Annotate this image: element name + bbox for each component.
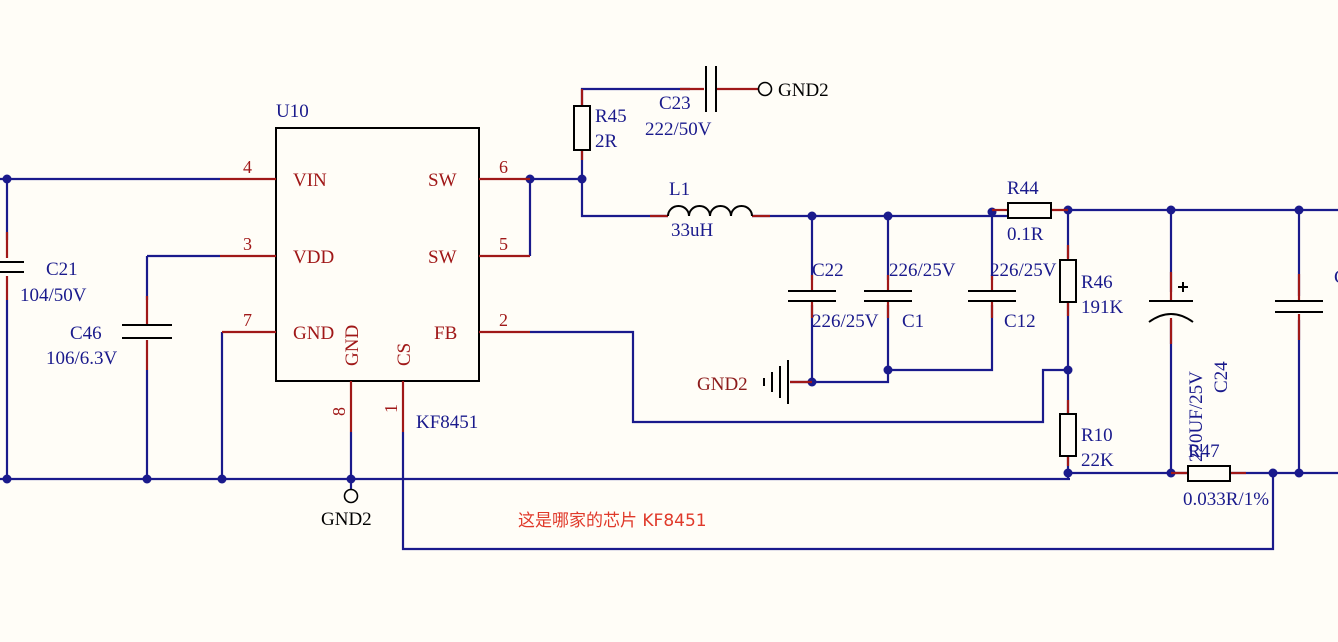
capacitor-c24: 220UF/25V C24 [1148,272,1232,462]
junction-dot [1268,468,1278,478]
annotation-note: 这是哪家的芯片 KF8451 [518,511,707,531]
c22-ref: C22 [812,260,844,281]
pin-name-sw1: SW [428,170,457,191]
r10-value: 22K [1081,450,1114,471]
c24-value: 220UF/25V [1186,371,1207,462]
gnd2-bottom-symbol: GND2 [321,488,372,530]
c1-ref: C1 [902,311,924,332]
junction-dot [1166,205,1176,215]
c21-ref: C21 [46,259,78,280]
resistor-r46: R46 191K [1059,245,1124,318]
junction-dot [807,211,817,221]
r46-value: 191K [1081,297,1124,318]
capacitor-c12: 226/25V C12 [968,260,1057,332]
wires [0,87,1338,551]
junction-dot [2,174,12,184]
r45-value: 2R [595,131,618,152]
c-partial-ref: C [1334,267,1338,288]
r45-ref: R45 [595,106,627,127]
ic-u10: U10 KF8451 4 3 7 6 5 2 8 1 VIN VDD GND S… [220,101,530,433]
junction-dot [1063,365,1073,375]
c21-value: 104/50V [20,285,87,306]
c24-ref: C24 [1211,361,1232,393]
pin-number-sw1: 6 [499,157,508,177]
resistor-r44: R44 0.1R [992,178,1068,245]
c22-value: 226/25V [812,311,879,332]
l1-value: 33uH [671,220,714,241]
resistor-r10: R10 22K [1059,400,1114,471]
c12-ref: C12 [1004,311,1036,332]
capacitor-partial-right: C [1275,267,1338,340]
junctions [2,174,1304,484]
junction-dot [346,474,356,484]
c46-ref: C46 [70,323,102,344]
pin-number-gnd: 7 [243,310,252,330]
junction-dot [217,474,227,484]
r10-ref: R10 [1081,425,1113,446]
resistor-r47: R47 0.033R/1% [1171,441,1269,510]
junction-dot [883,365,893,375]
pin-name-fb: FB [434,323,457,344]
gnd2-top-label: GND2 [778,80,829,101]
ic-ref-label: U10 [276,101,309,122]
pin-name-sw2: SW [428,247,457,268]
pin-name-gnd: GND [293,323,334,344]
pin-number-gnd8: 8 [329,407,349,416]
junction-dot [883,211,893,221]
junction-dot [142,474,152,484]
pin-number-cs: 1 [381,404,401,413]
junction-dot [1063,468,1073,478]
pin-number-sw2: 5 [499,234,508,254]
pin-name-cs: CS [394,343,415,366]
r44-ref: R44 [1007,178,1039,199]
junction-dot [1294,205,1304,215]
gnd2-mid-label: GND2 [697,374,748,395]
capacitor-c1: 226/25V C1 [864,260,956,332]
capacitor-c46: C46 106/6.3V [46,296,172,370]
gnd2-mid-symbol: GND2 [697,360,812,404]
pin-number-vin: 4 [243,157,252,177]
pin-name-vin: VIN [293,170,327,191]
junction-dot [1294,468,1304,478]
c23-ref: C23 [659,93,691,114]
junction-dot [2,474,12,484]
capacitor-c22: C22 226/25V [788,260,879,332]
c46-value: 106/6.3V [46,348,118,369]
capacitor-c21: C21 104/50V [0,232,87,306]
c12-value: 226/25V [990,260,1057,281]
pin-number-vdd: 3 [243,234,252,254]
gnd2-port-top [757,81,773,97]
l1-ref: L1 [669,179,690,200]
r44-value: 0.1R [1007,224,1044,245]
pin-name-vdd: VDD [293,247,334,268]
ic-part-label: KF8451 [416,412,478,433]
ic-body [275,127,480,382]
pin-number-fb: 2 [499,310,508,330]
capacitor-c23: GND2 C23 222/50V [645,66,829,140]
c1-value: 226/25V [889,260,956,281]
gnd2-bottom-label: GND2 [321,509,372,530]
r47-value: 0.033R/1% [1183,489,1269,510]
c23-value: 222/50V [645,119,712,140]
r46-ref: R46 [1081,272,1113,293]
pin-name-gnd8: GND [342,325,363,366]
junction-dot [987,207,997,217]
junction-dot [577,174,587,184]
inductor-l1: L1 33uH [650,179,770,241]
resistor-r45: R45 2R [573,89,627,160]
r47-ref: R47 [1188,441,1220,462]
gnd2-port-bottom [343,488,359,504]
